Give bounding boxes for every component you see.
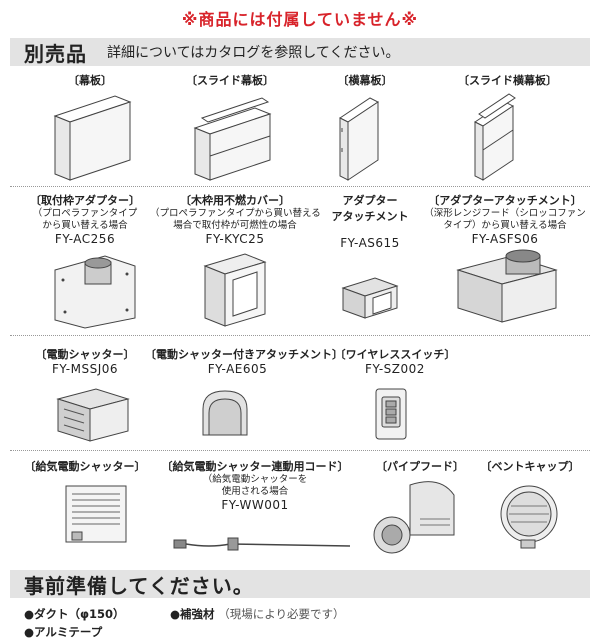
item-adapter-attachment-fs06: 〔アダプターアタッチメント〕 （深形レンジフード（シロッコファン タイプ）から買… [420,192,590,246]
item-wireless-switch: 〔ワイヤレススイッチ〕 FY-SZ002 [330,346,460,376]
adapter-as615-illustration [341,277,399,319]
pipe-hood-illustration [373,481,455,554]
vent-cap-illustration [500,485,558,549]
row-separator [10,450,590,451]
adapter-ac256-illustration [54,255,136,329]
adapter-asfs06-illustration [456,249,558,323]
section-title: 事前準備してください。 [24,573,254,598]
item-model: FY-SZ002 [365,362,425,376]
prep-duct-label: ●ダクト（φ150） [24,607,125,621]
item-label: 〔スライド幕板〕 [186,74,274,87]
item-kyuki-shutter-cord: 〔給気電動シャッター連動用コード〕 （給気電動シャッターを 使用される場合 FY… [150,458,360,512]
item-label: 〔ベントキャップ〕 [480,460,580,473]
item-kyuki-shutter: 〔給気電動シャッター〕 [10,458,160,474]
item-label: 〔パイプフード〕 [376,460,464,473]
prep-tape-label: ●アルミテープ [24,625,103,639]
item-shutter-attachment: 〔電動シャッター付きアタッチメント〕 FY-AE605 [145,346,343,376]
prep-reinforce: ●補強材 （現場により必要です） [170,606,344,622]
yoko-makuita-illustration [339,97,379,181]
item-label: 〔取付枠アダプター〕 [30,194,140,207]
item-note: （深形レンジフード（シロッコファン [424,208,586,219]
slide-yoko-makuita-illustration [474,93,516,181]
item-dendo-shutter: 〔電動シャッター〕 FY-MSSJ06 [10,346,160,376]
item-makuita: 〔幕板〕 [20,72,160,88]
section-header-prep: 事前準備してください。 [10,570,590,598]
item-model: FY-ASFS06 [471,232,539,246]
item-label: 〔幕板〕 [68,74,112,87]
shutter-attachment-illustration [202,390,248,436]
item-label: アダプター [342,194,398,207]
item-model: FY-KYC25 [205,232,265,246]
item-vent-cap: 〔ベントキャップ〕 [475,458,585,474]
item-model: FY-AC256 [54,232,116,246]
item-label: 〔給気電動シャッター連動用コード〕 [161,460,349,473]
item-label: 〔横幕板〕 [337,74,393,87]
item-model: FY-MSSJ06 [51,362,119,376]
item-label: 〔電動シャッター付きアタッチメント〕 [145,348,343,361]
item-model: FY-AE605 [207,362,268,376]
item-label: 〔アダプターアタッチメント〕 [428,194,582,207]
section-title: 別売品 [24,41,87,66]
prep-tape: ●アルミテープ [24,624,102,640]
item-note: タイプ）から買い替える場合 [443,220,567,231]
prep-reinforce-label: ●補強材 [170,607,215,621]
item-label: 〔スライド横幕板〕 [458,74,557,87]
funen-cover-illustration [203,253,267,327]
section-header-accessories: 別売品 詳細についてはカタログを参照してください。 [10,38,590,66]
item-toritsukewaku-adapter: 〔取付枠アダプター〕 （プロペラファンタイプ から買い替える場合 FY-AC25… [10,192,160,246]
item-note: （プロペラファンタイプ [32,208,138,219]
prep-duct: ●ダクト（φ150） [24,606,125,622]
wireless-switch-illustration [375,388,407,440]
item-note: から買い替える場合 [42,220,128,231]
slide-makuita-illustration [193,97,272,181]
item-label: 〔木枠用不燃カバー〕 [180,194,290,207]
prep-reinforce-note: （現場により必要です） [218,607,345,621]
row-separator [10,335,590,336]
item-note: 場合で取付枠が可燃性の場合 [173,220,297,231]
row-separator [10,186,590,187]
notice-not-included: ※商品には付属していません※ [181,10,419,29]
item-model: FY-AS615 [340,236,400,250]
cord-illustration [173,537,351,551]
item-label: 〔ワイヤレススイッチ〕 [334,348,456,361]
item-model: FY-WW001 [221,498,289,512]
item-slide-makuita: 〔スライド幕板〕 [165,72,295,88]
item-label: 〔給気電動シャッター〕 [24,460,146,473]
item-label-2: アタッチメント [331,210,409,223]
item-pipe-hood: 〔パイプフード〕 [365,458,475,474]
makuita-illustration [53,95,132,181]
item-label: 〔電動シャッター〕 [35,348,135,361]
item-yoko-makuita: 〔横幕板〕 [300,72,430,88]
item-adapter-attachment: アダプター アタッチメント FY-AS615 [315,192,425,250]
section-subtitle: 詳細についてはカタログを参照してください。 [107,45,400,61]
item-note: （プロペラファンタイプから買い替える [150,208,321,219]
item-slide-yoko-makuita: 〔スライド横幕板〕 [435,72,580,88]
item-note: 使用される場合 [221,486,289,497]
item-note: （給気電動シャッターを [202,474,308,485]
shutter-mssj06-illustration [56,388,130,442]
kyuki-shutter-illustration [65,485,127,543]
item-mokuwaku-funen-cover: 〔木枠用不燃カバー〕 （プロペラファンタイプから買い替える 場合で取付枠が可燃性… [150,192,321,246]
